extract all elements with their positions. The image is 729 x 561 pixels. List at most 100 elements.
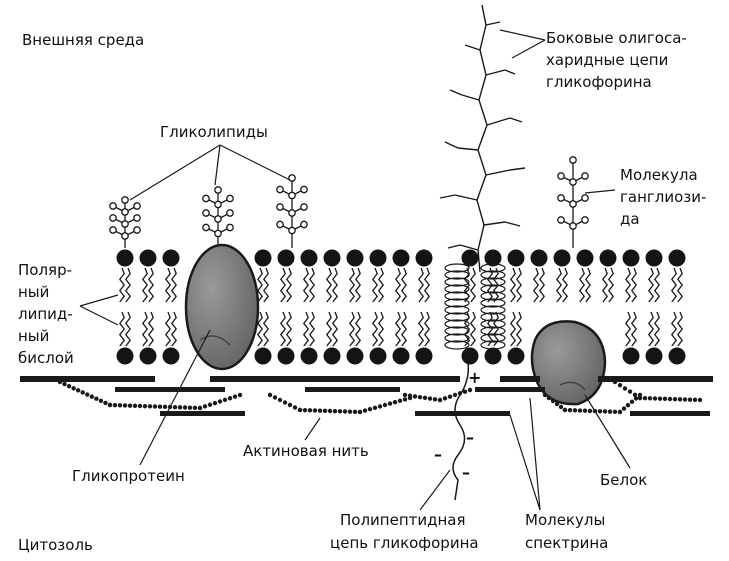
polypeptide-label-line2: цепь гликофорина xyxy=(330,534,479,552)
lipid-tail xyxy=(377,311,385,347)
sugar-residue xyxy=(226,209,234,217)
actin-bead xyxy=(157,404,163,409)
actin-bead xyxy=(127,403,133,408)
actin-filaments xyxy=(57,379,703,415)
actin-bead xyxy=(66,383,72,389)
actin-bead xyxy=(647,396,653,401)
actin-bead xyxy=(587,408,593,414)
actin-bead xyxy=(322,408,328,414)
helix-turn xyxy=(444,284,470,294)
actin-bead xyxy=(682,397,688,402)
actin-bead xyxy=(98,398,104,404)
sugar-residue xyxy=(202,209,210,217)
lipid-tail xyxy=(670,267,678,303)
lipid-head xyxy=(162,249,180,267)
outer-environment-label: Внешняя среда xyxy=(22,31,145,49)
actin-bead xyxy=(402,392,408,398)
actin-bead xyxy=(558,404,564,410)
actin-bead xyxy=(625,403,631,408)
polypeptide-chain-line xyxy=(452,361,470,501)
helix-turn xyxy=(444,270,470,280)
sugar-residue xyxy=(557,172,565,180)
lipid-head xyxy=(599,249,617,267)
sugar-residue xyxy=(288,226,296,235)
actin-bead xyxy=(142,403,148,409)
actin-bead xyxy=(554,401,560,407)
lipid-head xyxy=(369,347,387,365)
lipid-head xyxy=(277,347,295,365)
sugar-residue xyxy=(133,214,141,222)
sugar-residue xyxy=(569,222,577,230)
actin-bead xyxy=(147,404,153,409)
actin-bead xyxy=(132,403,138,409)
actin-bead xyxy=(627,389,633,394)
sugar-residue xyxy=(214,215,222,223)
helix-turn xyxy=(480,284,506,294)
actin-bead xyxy=(177,405,183,410)
sugar-residue xyxy=(569,200,577,208)
lipid-tail xyxy=(279,311,287,347)
actin-bead xyxy=(617,409,623,415)
lipid-tail xyxy=(170,311,178,347)
lipid-head xyxy=(461,347,479,365)
lipid-tail xyxy=(371,311,379,347)
actin-bead xyxy=(542,392,548,398)
lipid-tail xyxy=(331,267,339,303)
sugar-residue xyxy=(581,216,589,224)
actin-bead xyxy=(237,392,243,398)
actin-bead xyxy=(287,402,293,408)
actin-bead xyxy=(85,392,90,397)
lipid-head xyxy=(139,347,157,365)
actin-bead xyxy=(617,383,623,388)
actin-bead xyxy=(462,389,468,394)
lipid-tail xyxy=(630,311,638,347)
lipid-tail xyxy=(331,311,339,347)
lipid-head xyxy=(346,249,364,267)
minus-charge-1: – xyxy=(466,428,474,447)
lipid-head xyxy=(668,347,686,365)
helix-turn xyxy=(480,263,506,273)
lipid-tail xyxy=(124,311,132,347)
lipid-tails xyxy=(118,267,684,347)
bilayer-label-line3: липид- xyxy=(18,305,73,323)
actin-bead xyxy=(182,405,188,410)
lipid-tail xyxy=(492,311,500,347)
lipid-head xyxy=(645,249,663,267)
helix-turn xyxy=(444,305,470,315)
actin-bead xyxy=(202,404,208,409)
actin-bead xyxy=(407,393,413,398)
sugar-residue xyxy=(109,214,117,222)
minus-charge-3: – xyxy=(462,463,470,482)
actin-bead xyxy=(452,392,458,398)
actin-bead xyxy=(697,397,703,403)
actin-bead xyxy=(292,405,298,410)
lipid-head xyxy=(300,249,318,267)
lipid-tail xyxy=(308,311,316,347)
actin-bead xyxy=(667,396,673,402)
lipid-tail xyxy=(285,311,293,347)
sugar-residue xyxy=(121,196,129,204)
lipid-tail xyxy=(147,267,155,303)
actin-bead xyxy=(633,396,639,401)
actin-bead xyxy=(282,400,288,405)
lipid-tail xyxy=(584,267,592,303)
sugar-residue xyxy=(300,185,308,194)
actin-bead xyxy=(629,399,635,404)
sugar-residue xyxy=(133,202,141,210)
actin-bead xyxy=(117,403,123,408)
lipid-head xyxy=(507,249,525,267)
helix-turn xyxy=(480,340,506,350)
glycophorin-helices xyxy=(444,263,506,350)
actin-bead xyxy=(112,402,118,408)
actin-bead xyxy=(232,394,238,399)
actin-bead xyxy=(272,395,278,400)
actin-bead xyxy=(62,381,67,387)
helix-turn xyxy=(444,277,470,287)
actin-bead xyxy=(427,396,433,401)
lipid-tail xyxy=(607,267,615,303)
sugar-residue xyxy=(569,156,577,164)
lipid-tail xyxy=(515,311,523,347)
lipid-head xyxy=(323,249,341,267)
lipid-heads xyxy=(116,249,686,365)
actin-bead xyxy=(652,396,658,401)
